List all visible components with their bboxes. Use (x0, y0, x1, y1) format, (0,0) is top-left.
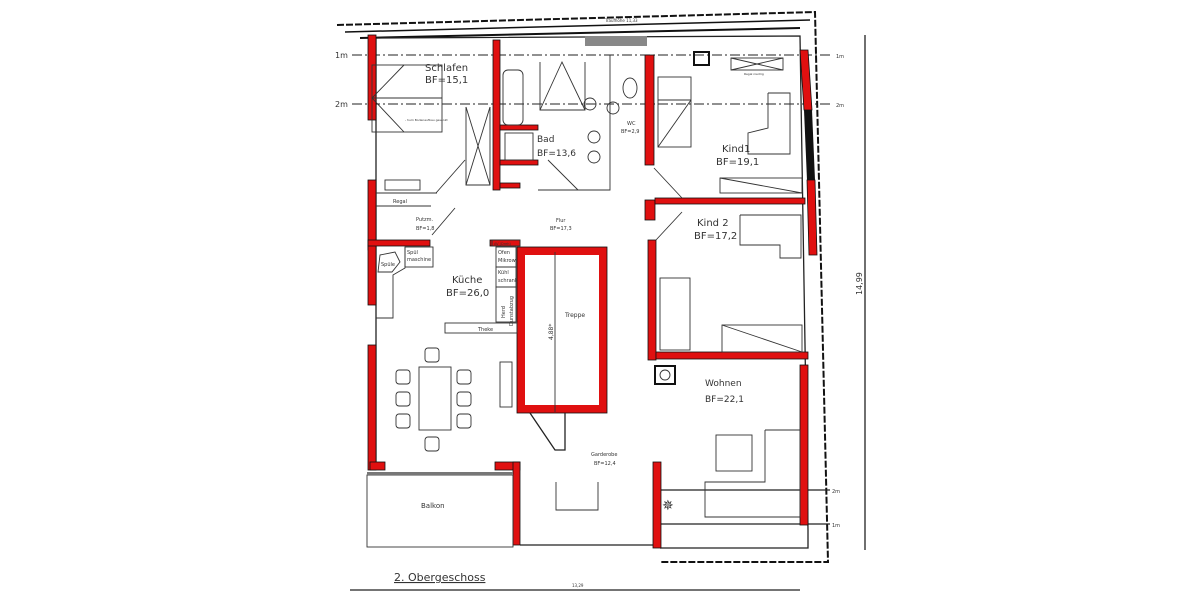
room-wohnen-area: BF=22,1 (705, 395, 744, 405)
room-kind2-area: BF=17,2 (694, 231, 737, 242)
height-2m-left: 2m (335, 100, 348, 109)
kind1-bed (657, 76, 692, 148)
room-bad-area: BF=13,6 (537, 149, 576, 159)
room-treppe-name: Treppe (564, 312, 585, 319)
stove-chimney (654, 365, 676, 385)
counter-label: Theke (477, 327, 493, 333)
toilet (622, 77, 638, 99)
plant-icon: ✵ (662, 498, 674, 514)
room-kind1-name: Kind1 (722, 144, 750, 155)
dishwasher-label-1: Spül (407, 250, 418, 256)
dishwasher (404, 246, 434, 268)
kind1-desk (747, 92, 791, 155)
sofa (704, 429, 801, 518)
chimney (693, 51, 710, 66)
chimney-block (585, 36, 647, 46)
dining-table (395, 347, 513, 452)
height-dimension: 14,99 (855, 272, 864, 295)
room-balkon-name: Balkon (421, 502, 445, 510)
kind2-shelf (721, 324, 803, 353)
kind1-shelf (719, 177, 803, 194)
room-flur-area: BF=17,3 (550, 226, 572, 232)
wardrobe-bench (555, 482, 599, 511)
room-schlafen-name: Schlafen (425, 63, 468, 74)
roof-outline (336, 10, 830, 563)
sink-label: Spüle (381, 262, 395, 268)
height-1m-bottom: 1m (832, 523, 840, 529)
oven-label-2: Mikrow (498, 258, 516, 264)
height-1m-right: 1m (836, 54, 844, 60)
room-schlafen-area: BF=15,1 (425, 75, 468, 86)
room-wc-name: WC (627, 121, 636, 127)
bathtub (502, 69, 524, 126)
room-kind1-area: BF=19,1 (716, 157, 759, 168)
av-label: AV (Dreh) (494, 242, 511, 246)
bed (371, 64, 443, 133)
sink (377, 251, 401, 273)
kind2-desk (739, 214, 802, 259)
shower (504, 132, 534, 161)
height-2m-right: 2m (836, 103, 844, 109)
stair-well (517, 247, 607, 413)
wardrobe (465, 107, 491, 186)
floor-title: 2. Obergeschoss (394, 571, 486, 584)
width-dimension: 13,29 (572, 583, 584, 588)
room-wc-area: BF=2,9 (621, 129, 639, 135)
room-kueche-area: BF=26,0 (446, 288, 489, 299)
balcony (366, 474, 514, 548)
low-shelf (730, 57, 784, 71)
dishwasher-label-2: maschine (407, 257, 431, 263)
room-garderobe-area: BF=12,4 (594, 461, 616, 467)
room-kind2-name: Kind 2 (697, 218, 729, 229)
armchair (715, 434, 753, 472)
regal-label: Regal (393, 199, 407, 205)
height-1m-left: 1m (335, 51, 348, 60)
walls (367, 34, 818, 549)
height-2m-bottom: 2m (832, 489, 840, 495)
room-putzm-area: BF=1,8 (416, 226, 434, 232)
schlafen-note: - hum Bodenaufbau gesenkt (405, 118, 448, 122)
stove-label-1: Herd (501, 306, 507, 318)
stair-length: 4,88* (548, 324, 555, 340)
room-flur-name: Flur (556, 218, 566, 224)
kind1-note: Regal niedrig (744, 72, 764, 76)
stove-label-2: Dunstabzug (509, 296, 515, 326)
room-wohnen-name: Wohnen (705, 379, 742, 389)
fridge-label-1: Kühl (498, 270, 509, 276)
fridge-label-2: schrank (498, 278, 518, 284)
stove (495, 286, 517, 323)
room-putzm-name: Putzm. (416, 217, 434, 223)
room-kueche-name: Küche (452, 275, 482, 286)
counter (444, 322, 518, 334)
oven-label-1: Ofen (498, 250, 510, 256)
shelf-x (384, 179, 421, 191)
eaves-label: Traufhöhe 11,33 (604, 18, 638, 23)
kind2-bed (659, 277, 691, 351)
room-bad-name: Bad (537, 135, 554, 145)
room-garderobe-name: Garderobe (591, 452, 617, 458)
